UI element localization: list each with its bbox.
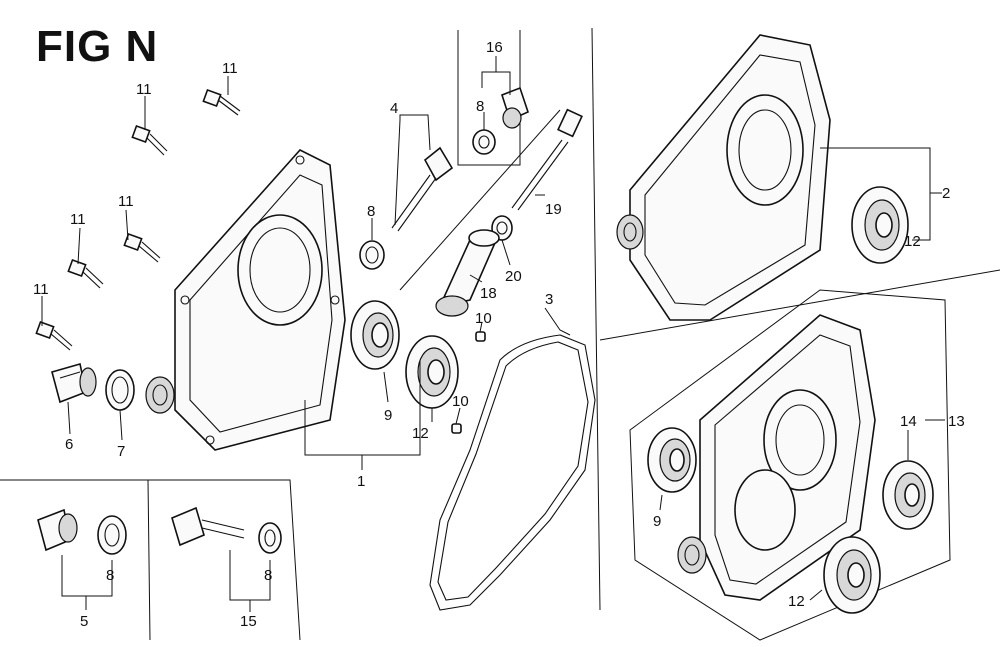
callout-5: 5	[80, 613, 88, 630]
callout-4: 4	[390, 100, 398, 117]
washer-7	[105, 369, 135, 411]
callout-11: 11	[33, 281, 49, 298]
callout-11: 11	[222, 60, 238, 77]
callout-16: 16	[486, 39, 503, 56]
bearing-12-left	[405, 335, 459, 409]
washer-8-plug16	[472, 129, 496, 155]
callout-labels: 11 11 11 11 11 6 7 1 4 8 9 12 10 10 16 8…	[33, 39, 965, 630]
callout-19: 19	[545, 201, 562, 218]
crankcase-cover-1	[145, 149, 346, 451]
callout-9: 9	[384, 407, 392, 424]
callout-3: 3	[545, 291, 553, 308]
washer-8-plug5	[97, 515, 127, 555]
bolt-11-c	[123, 232, 161, 263]
callout-13: 13	[948, 413, 965, 430]
oil-gauge-4	[391, 146, 454, 232]
bolt-11-b	[131, 124, 168, 156]
callout-8: 8	[367, 203, 375, 220]
callout-18: 18	[480, 285, 497, 302]
callout-10: 10	[452, 393, 469, 410]
drain-plug-6	[51, 362, 97, 404]
callout-12: 12	[904, 233, 921, 250]
callout-15: 15	[240, 613, 257, 630]
dipstick-19	[511, 108, 583, 211]
dowel-pin-10-b	[451, 423, 462, 434]
callout-6: 6	[65, 436, 73, 453]
callout-12: 12	[788, 593, 805, 610]
gasket-3	[429, 334, 596, 611]
dowel-pin-10-a	[475, 331, 486, 342]
callout-14: 14	[900, 413, 917, 430]
bolt-11-a	[202, 88, 241, 116]
callout-1: 1	[357, 473, 365, 490]
callout-7: 7	[117, 443, 125, 460]
crankcase-cover-2	[616, 34, 831, 321]
gauge-15	[171, 506, 245, 547]
bolt-11-e	[35, 320, 73, 351]
callout-8: 8	[106, 567, 114, 584]
bearing-14	[882, 460, 934, 530]
oil-seal-9	[350, 300, 400, 370]
callout-10: 10	[475, 310, 492, 327]
callout-11: 11	[136, 81, 152, 98]
callout-20: 20	[505, 268, 522, 285]
oil-seal-9-right	[647, 427, 697, 493]
callout-9: 9	[653, 513, 661, 530]
plug-5	[37, 508, 78, 552]
callout-2: 2	[942, 185, 950, 202]
callout-11: 11	[118, 193, 134, 210]
callout-11: 11	[70, 211, 86, 228]
bolt-11-d	[67, 258, 104, 289]
bearing-12-right-bottom	[823, 536, 881, 614]
leader-lines	[41, 56, 945, 612]
bearing-12-right-top	[851, 186, 909, 264]
crankcase-cover-13	[677, 314, 876, 601]
filler-tube-18	[435, 229, 500, 317]
frame-lines	[0, 27, 1000, 641]
callout-12: 12	[412, 425, 429, 442]
callout-8: 8	[476, 98, 484, 115]
washer-8-gauge	[359, 240, 385, 270]
figure-title: FIG N	[36, 22, 159, 71]
washer-8-gauge15	[258, 522, 282, 554]
callout-8: 8	[264, 567, 272, 584]
plug-16	[501, 86, 529, 129]
